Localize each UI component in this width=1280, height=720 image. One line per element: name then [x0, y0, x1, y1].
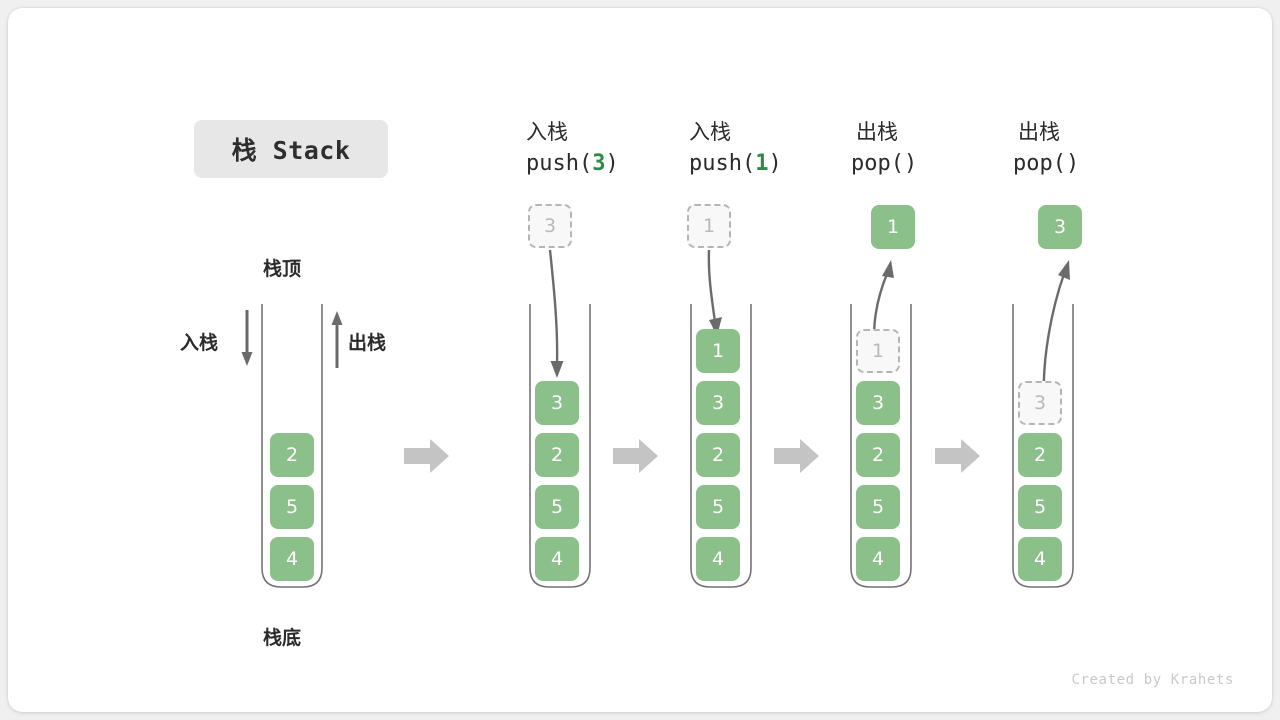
step-label-pop-3-code: pop() [1013, 151, 1079, 176]
step-label-pop-3-cn: 出栈 [1018, 120, 1060, 144]
code-arg: 1 [755, 151, 769, 176]
stack-container-initial [260, 304, 324, 588]
stack-container-push-1 [689, 304, 753, 588]
code-prefix: pop( [1013, 151, 1066, 176]
code-prefix: push( [689, 151, 756, 176]
stack-cells-push-3: 3 2 5 4 [535, 381, 579, 581]
floating-element-push-3: 3 [528, 204, 572, 248]
step-label-pop-1-code: pop() [851, 151, 917, 176]
stack-cell: 2 [696, 433, 740, 477]
push-motion-arrow-icon [668, 248, 758, 363]
stack-cells-push-1: 1 3 2 5 4 [696, 329, 740, 581]
step-label-push-3-code: push(3) [526, 151, 619, 176]
code-prefix: pop( [851, 151, 904, 176]
stack-cell: 1 [696, 329, 740, 373]
stack-cell: 2 [535, 433, 579, 477]
step-arrow-icon [404, 438, 450, 474]
push-direction-arrow-icon [236, 308, 258, 375]
code-prefix: push( [526, 151, 593, 176]
stack-bottom-label: 栈底 [263, 628, 302, 649]
step-label-push-3-cn: 入栈 [526, 120, 568, 144]
floating-element-push-1: 1 [687, 204, 731, 248]
code-suffix: ) [605, 151, 619, 176]
step-label-push-1-code: push(1) [689, 151, 782, 176]
watermark: Created by Krahets [1071, 672, 1234, 688]
stack-container-pop-3 [1011, 304, 1075, 588]
stack-cell: 2 [270, 433, 314, 477]
code-arg: 3 [592, 151, 606, 176]
stack-cell: 4 [270, 537, 314, 581]
code-suffix: ) [1065, 151, 1080, 176]
stack-cells-initial: 2 5 4 [270, 433, 314, 581]
pop-direction-arrow-icon [326, 308, 348, 375]
stack-cells-pop-1: 1 3 2 5 4 [856, 329, 900, 581]
stack-cell: 2 [856, 433, 900, 477]
stack-cell: 4 [535, 537, 579, 581]
step-arrow-icon [774, 438, 820, 474]
push-motion-arrow-icon [508, 248, 598, 393]
code-suffix: ) [768, 151, 782, 176]
stack-cell: 4 [1018, 537, 1062, 581]
stack-cell: 3 [535, 381, 579, 425]
page-title: 栈 Stack [231, 136, 351, 165]
floating-element-pop-1: 1 [871, 205, 915, 249]
stack-cell: 5 [535, 485, 579, 529]
stack-cell: 3 [696, 381, 740, 425]
stack-container-push-3 [528, 304, 592, 588]
step-label-push-1-cn: 入栈 [689, 120, 731, 144]
stack-cell: 4 [696, 537, 740, 581]
stack-top-label: 栈顶 [263, 259, 302, 280]
stack-cell: 5 [270, 485, 314, 529]
stack-cell: 5 [856, 485, 900, 529]
stack-cell: 5 [1018, 485, 1062, 529]
push-direction-label: 入栈 [180, 333, 219, 354]
step-label-pop-1-cn: 出栈 [856, 120, 898, 144]
stack-cell: 3 [856, 381, 900, 425]
stack-cell: 4 [856, 537, 900, 581]
stack-cell: 5 [696, 485, 740, 529]
step-arrow-icon [935, 438, 981, 474]
stack-cell-removed: 1 [856, 329, 900, 373]
pop-direction-label: 出栈 [348, 333, 387, 354]
stack-cell: 2 [1018, 433, 1062, 477]
step-arrow-icon [613, 438, 659, 474]
floating-element-pop-3: 3 [1038, 205, 1082, 249]
stack-cell-removed: 3 [1018, 381, 1062, 425]
stack-container-pop-1 [849, 304, 913, 588]
diagram-title-badge: 栈 Stack [194, 120, 388, 178]
stack-cells-pop-3: 3 2 5 4 [1018, 381, 1062, 581]
diagram-canvas: 栈 Stack 栈顶 入栈 出栈 2 5 4 栈底 入栈 [8, 8, 1272, 712]
code-suffix: ) [903, 151, 918, 176]
